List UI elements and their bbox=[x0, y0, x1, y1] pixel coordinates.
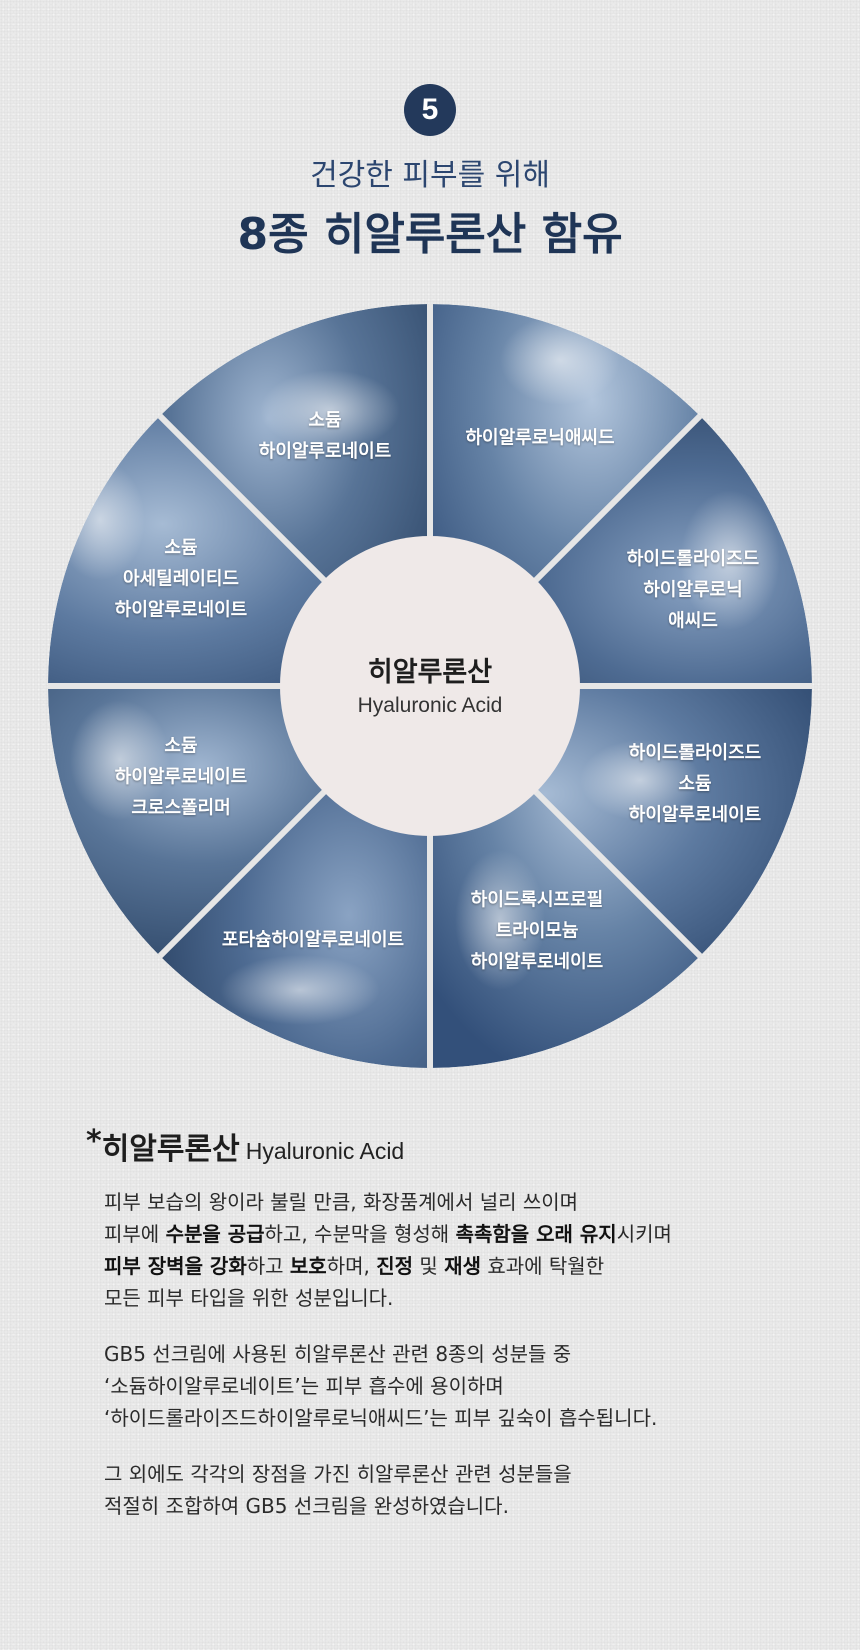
wheel-center-title: 히알루론산 bbox=[367, 657, 493, 688]
wheel-center-subtitle: Hyaluronic Acid bbox=[357, 694, 503, 717]
description-paragraph-3: 그 외에도 각각의 장점을 가진 히알루론산 관련 성분들을 적절히 조합하여 … bbox=[104, 1458, 572, 1522]
paragraph-line: 모든 피부 타입을 위한 성분입니다. bbox=[104, 1286, 394, 1310]
paragraph-line: 피부 장벽을 강화하고 보호하며, 진정 및 재생 효과에 탁월한 bbox=[104, 1254, 605, 1278]
paragraph-line: ‘소듐하이알루로네이트’는 피부 흡수에 용이하며 bbox=[104, 1374, 504, 1398]
segment-label-6: 포타슘하이알루로네이트 bbox=[221, 929, 405, 951]
liquid-highlight bbox=[455, 850, 545, 990]
paragraph-line: 피부에 수분을 공급하고, 수분막을 형성해 촉촉함을 오래 유지시키며 bbox=[104, 1222, 672, 1246]
description-paragraph-1: 피부 보습의 왕이라 불릴 만큼, 화장품계에서 널리 쓰이며 피부에 수분을 … bbox=[104, 1186, 672, 1314]
liquid-highlight bbox=[680, 490, 780, 630]
paragraph-line: 피부 보습의 왕이라 불릴 만큼, 화장품계에서 널리 쓰이며 bbox=[104, 1190, 579, 1214]
ingredient-heading-en: Hyaluronic Acid bbox=[245, 1138, 405, 1164]
liquid-highlight bbox=[70, 700, 170, 820]
paragraph-line: 그 외에도 각각의 장점을 가진 히알루론산 관련 성분들을 bbox=[104, 1462, 572, 1486]
ingredient-heading-ko: 히알루론산 bbox=[101, 1132, 240, 1167]
wheel-center-disc bbox=[280, 536, 580, 836]
liquid-highlight bbox=[220, 955, 380, 1025]
liquid-highlight bbox=[580, 740, 700, 820]
liquid-highlight bbox=[260, 370, 400, 450]
section-title: 8종 히알루론산 함유 bbox=[237, 209, 623, 260]
paragraph-line: 적절히 조합하여 GB5 선크림을 완성하였습니다. bbox=[104, 1494, 509, 1518]
section-subtitle: 건강한 피부를 위해 bbox=[310, 158, 550, 193]
liquid-highlight bbox=[500, 315, 620, 405]
paragraph-line: GB5 선크림에 사용된 히알루론산 관련 8종의 성분들 중 bbox=[104, 1342, 572, 1366]
paragraph-line: ‘하이드롤라이즈드하이알루로닉애씨드’는 피부 깊숙이 흡수됩니다. bbox=[104, 1406, 658, 1430]
segment-label-2: 하이알루로닉애씨드 bbox=[465, 427, 615, 449]
asterisk: * bbox=[86, 1124, 102, 1159]
step-number-badge: 5 bbox=[404, 84, 456, 136]
description-paragraph-2: GB5 선크림에 사용된 히알루론산 관련 8종의 성분들 중 ‘소듐하이알루로… bbox=[104, 1338, 657, 1434]
